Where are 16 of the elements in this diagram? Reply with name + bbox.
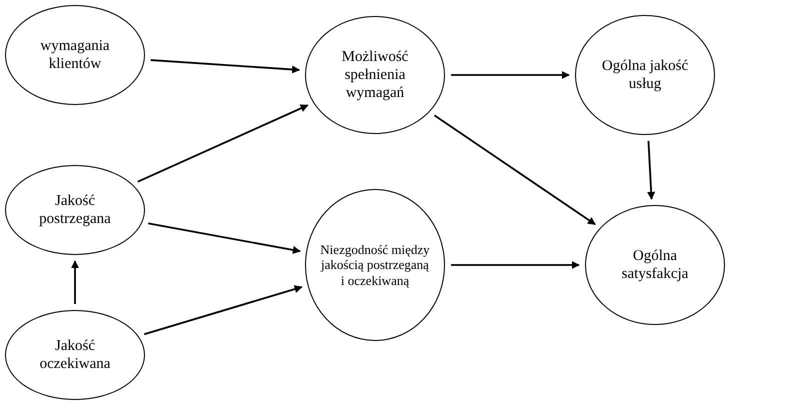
arrow [71,260,79,304]
node-label: Ogólna satysfakcja [620,247,690,283]
node-label: Możliwość spełnienia wymagań [340,48,410,102]
node-label: Jakość postrzegana [38,192,112,228]
arrow [647,140,656,200]
arrow [150,59,300,74]
arrow [451,261,580,269]
arrow [434,114,596,226]
arrow [148,222,301,254]
node-label: Ogólna jakość usług [600,57,690,93]
node-label: Jakość oczekiwana [38,337,112,373]
arrow [137,104,308,183]
node-label: Niezgodność między jakością postrzeganą i oczekiwaną [320,242,430,288]
arrow [144,285,303,336]
arrow [451,71,570,79]
node-label: wymagania klientów [39,37,111,73]
